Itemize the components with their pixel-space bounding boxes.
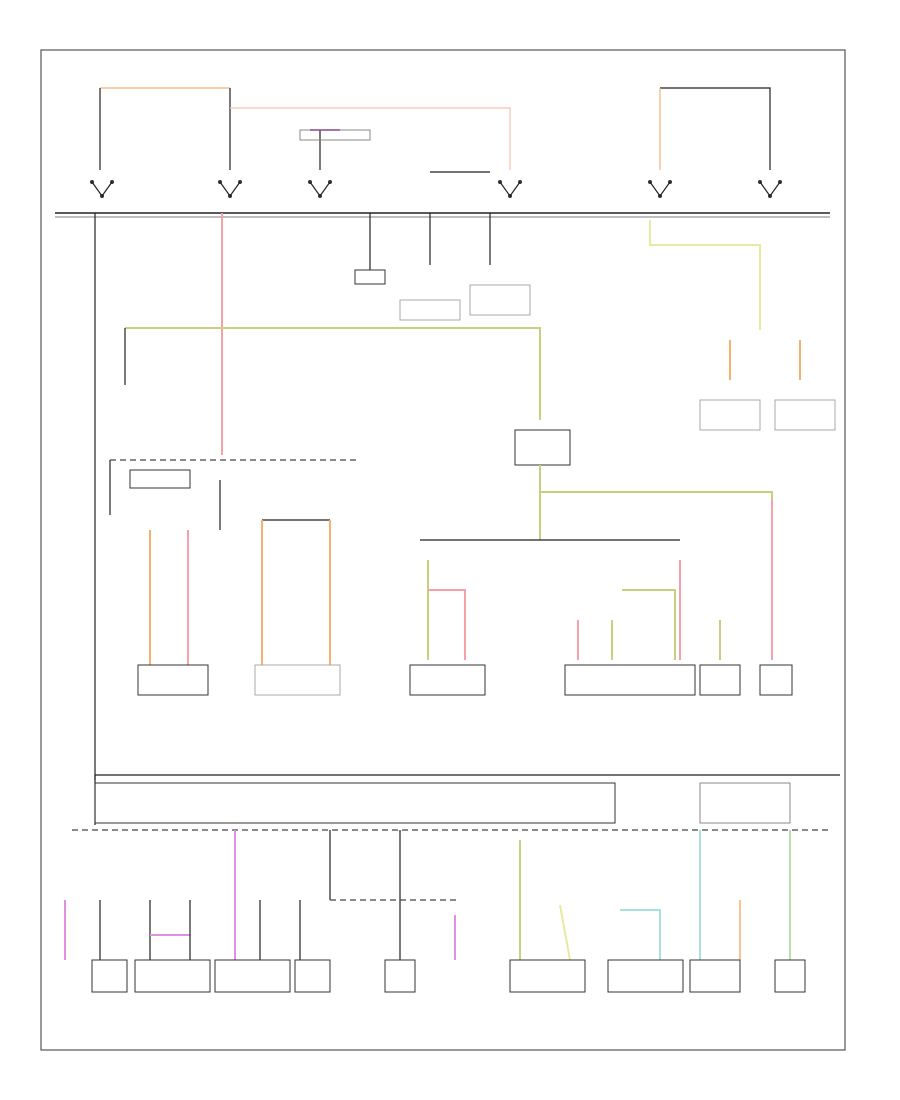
switch-4 [430,171,522,198]
lower-bus-section [72,774,840,831]
relay-box [514,429,571,466]
switch-2 [218,180,242,198]
top-switch-section [55,87,836,431]
switch-1 [90,180,114,198]
module-box [94,782,616,824]
switch-3 [299,129,371,198]
load-box-2 [254,664,341,696]
yellow-right-wire [649,220,761,330]
diagram-frame [40,49,846,1051]
load-box-1 [137,664,209,696]
switch-5 [648,180,672,198]
switch-6 [758,180,782,198]
middle-section [94,213,793,780]
bottom-section [64,830,806,993]
olive-horizontal-wire [125,327,541,420]
